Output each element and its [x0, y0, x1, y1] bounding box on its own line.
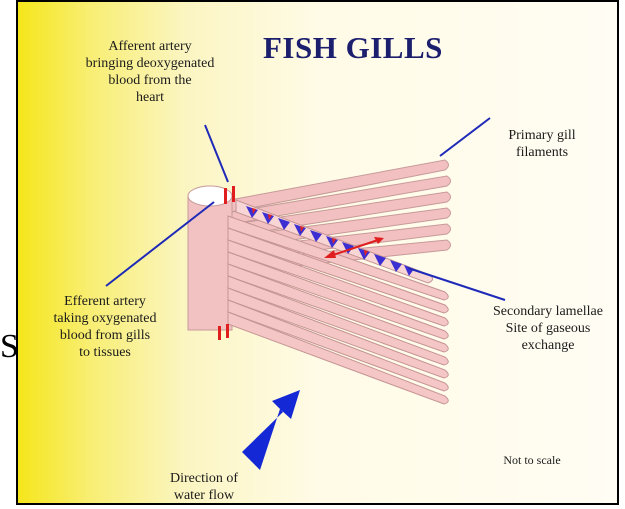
efferent-vessel-mark	[226, 324, 229, 338]
afferent-leader	[205, 125, 228, 182]
efferent-line: Efferent artery	[30, 293, 180, 310]
secondary-line: Secondary lamellae	[478, 303, 618, 320]
secondary-line: exchange	[478, 337, 618, 354]
not-to-scale-label: Not to scale	[480, 452, 584, 469]
primary-line: Primary gill	[486, 127, 598, 144]
efferent-vessel-mark	[218, 326, 221, 340]
diagram-title: FISH GILLS	[263, 30, 443, 66]
water-flow-label: Direction of water flow	[150, 470, 258, 504]
afferent-vessel-mark	[224, 188, 227, 204]
afferent-line: bringing deoxygenated	[62, 55, 238, 72]
primary-leader	[440, 118, 490, 156]
efferent-line: taking oxygenated	[30, 310, 180, 327]
water-line: water flow	[150, 487, 258, 504]
water-flow-arrow	[242, 390, 300, 470]
efferent-line: to tissues	[30, 344, 180, 361]
primary-line: filaments	[486, 144, 598, 161]
afferent-vessel-mark	[232, 186, 235, 202]
water-line: Direction of	[150, 470, 258, 487]
afferent-line: heart	[62, 89, 238, 106]
afferent-line: Afferent artery	[62, 38, 238, 55]
efferent-artery-label: Efferent artery taking oxygenated blood …	[30, 293, 180, 361]
afferent-artery-label: Afferent artery bringing deoxygenated bl…	[62, 38, 238, 106]
primary-gill-filaments-label: Primary gill filaments	[486, 127, 598, 161]
secondary-lamellae-label: Secondary lamellae Site of gaseous excha…	[478, 303, 618, 354]
efferent-line: blood from gills	[30, 327, 180, 344]
secondary-line: Site of gaseous	[478, 320, 618, 337]
afferent-line: blood from the	[62, 72, 238, 89]
